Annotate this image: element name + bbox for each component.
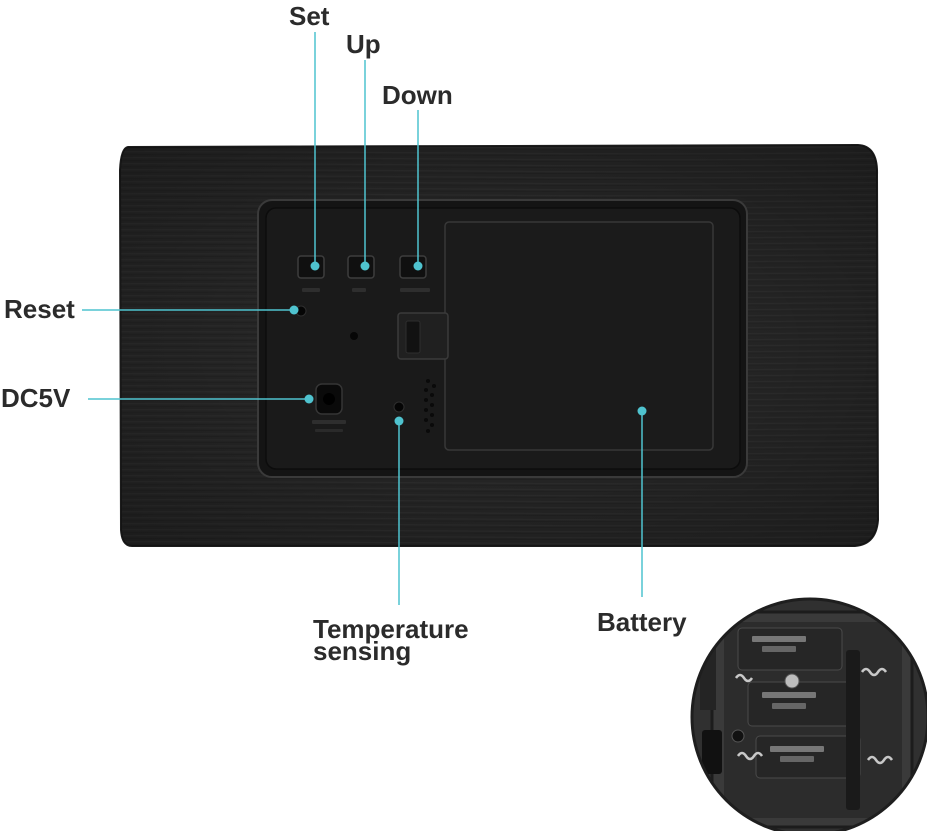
battery-slot-3 bbox=[755, 735, 861, 779]
vent-holes bbox=[424, 379, 436, 433]
reset-label: Reset bbox=[4, 294, 75, 324]
up-callout-dot bbox=[360, 261, 370, 271]
up-label: Up bbox=[346, 29, 381, 59]
battery-compartment-inset bbox=[690, 597, 927, 831]
callout-lines bbox=[82, 32, 643, 605]
battery-label: Battery bbox=[597, 607, 687, 637]
dc5v-label: DC5V bbox=[1, 383, 71, 413]
battery-slot-1 bbox=[737, 627, 843, 671]
set-callout-dot bbox=[310, 261, 320, 271]
temperature-sensor-hole bbox=[393, 401, 405, 413]
temperature-callout-dot bbox=[394, 416, 404, 426]
screw-hole bbox=[350, 332, 358, 340]
dc5v-jack[interactable] bbox=[312, 383, 346, 432]
battery-callout-dot bbox=[637, 406, 647, 416]
temperature-label-line1: Temperature bbox=[313, 614, 469, 644]
reset-callout-dot bbox=[289, 305, 299, 315]
battery-springs bbox=[734, 667, 894, 765]
down-label: Down bbox=[382, 80, 453, 110]
temperature-label-line2: sensing bbox=[313, 636, 412, 666]
button-embossed-labels bbox=[302, 288, 430, 292]
callout-dots bbox=[289, 261, 647, 426]
temperature-sensing-label: Temperature sensing bbox=[313, 614, 469, 666]
dc5v-callout-dot bbox=[304, 394, 314, 404]
battery-cover[interactable] bbox=[397, 221, 714, 451]
down-callout-dot bbox=[413, 261, 423, 271]
set-label: Set bbox=[289, 1, 330, 31]
down-button[interactable] bbox=[399, 255, 427, 279]
battery-slot-2 bbox=[747, 673, 853, 727]
